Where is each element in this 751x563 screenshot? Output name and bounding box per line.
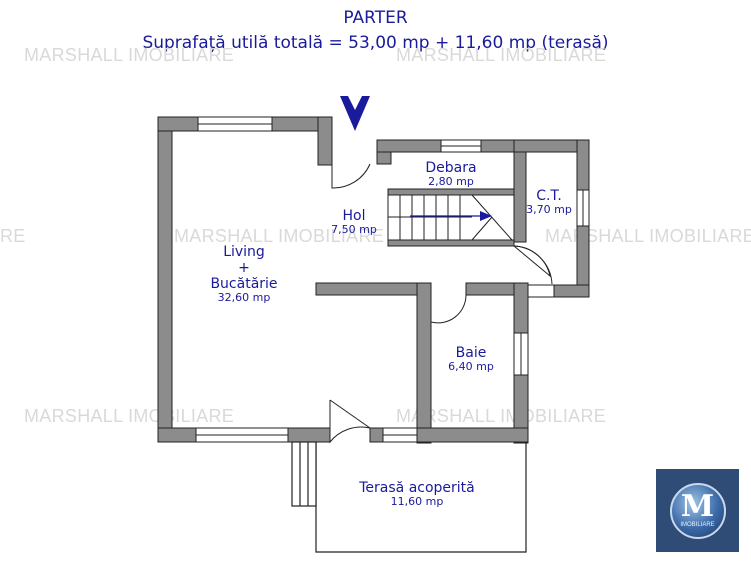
room-living-name: Living	[223, 244, 265, 260]
wall-ct-left	[513, 151, 527, 243]
logo-emblem: M IMOBILIARE	[669, 482, 726, 539]
wall-baie-left	[416, 282, 432, 444]
page-title: PARTER	[343, 8, 408, 28]
room-terasa-area: 11,60 mp	[390, 495, 444, 509]
room-terasa: Terasă acoperită 11,60 mp	[359, 480, 475, 509]
baie-door-swing	[430, 294, 467, 324]
hol-door-swing	[513, 245, 553, 285]
wall-stairs-bottom	[387, 239, 515, 247]
watermark: MARSHALL IMOBILIARE	[396, 45, 607, 65]
logo-subtext: IMOBILIARE	[680, 522, 715, 528]
entry-door-swing	[331, 150, 371, 189]
room-hol-area: 7,50 mp	[331, 223, 377, 237]
room-debara-area: 2,80 mp	[428, 175, 474, 189]
room-living: Living + Bucătărie 32,60 mp	[210, 244, 277, 305]
company-logo: M IMOBILIARE	[656, 469, 739, 552]
wall-debara-bottom	[387, 188, 515, 196]
room-living-name2: Bucătărie	[210, 276, 278, 293]
stairs-arrow-icon	[480, 211, 492, 221]
room-baie-name: Baie	[455, 345, 487, 361]
wall-entry-left	[317, 116, 333, 166]
room-debara-name: Debara	[425, 160, 477, 176]
room-ct-name: C.T.	[536, 188, 562, 204]
window-ct-bottom	[527, 284, 555, 298]
room-ct: C.T. 3,70 mp	[526, 188, 572, 217]
room-living-area: 32,60 mp	[217, 291, 271, 305]
terrace-outline	[291, 441, 527, 553]
room-living-plus: +	[238, 260, 250, 277]
room-debara: Debara 2,80 mp	[425, 160, 476, 189]
watermark: MARSHALL IMOBILIARE	[174, 226, 385, 246]
room-hol-name: Hol	[342, 208, 366, 224]
watermark: MARSHALL IMOBILIARE	[545, 226, 751, 246]
wall-hol-baie	[465, 282, 517, 296]
watermark: MARSHALL IMOBILIARE	[24, 45, 235, 65]
room-ct-area: 3,70 mp	[526, 203, 572, 217]
logo-letter: M	[680, 489, 715, 524]
room-baie-area: 6,40 mp	[448, 360, 494, 374]
watermark: MARSHALL IMOBILIARE	[396, 406, 607, 426]
room-hol: Hol 7,50 mp	[331, 208, 377, 237]
room-baie: Baie 6,40 mp	[448, 345, 494, 374]
watermark: MARSHALL IMOBILIARE	[24, 406, 235, 426]
wall-left	[157, 116, 173, 443]
room-terasa-name: Terasă acoperită	[359, 480, 475, 496]
wall-living-baie	[315, 282, 432, 296]
stairs	[387, 194, 515, 241]
page-subtitle: Suprafață utilă totală = 53,00 mp + 11,6…	[142, 33, 609, 53]
watermark-fragment: RE	[0, 226, 26, 246]
entrance-arrow-icon	[340, 96, 370, 131]
terrace-door-swing	[329, 400, 371, 444]
